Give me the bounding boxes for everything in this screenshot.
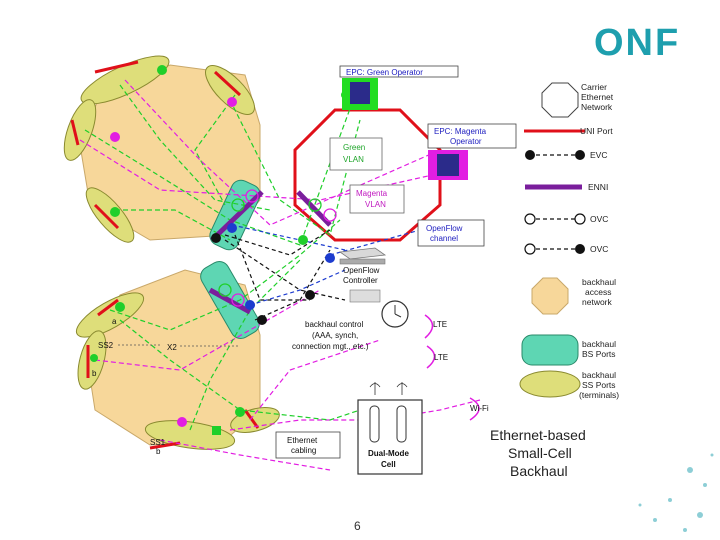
svg-text:SS1: SS1 bbox=[150, 438, 166, 447]
onf-logo: ONF bbox=[594, 22, 680, 64]
epc-magenta-label-2: Operator bbox=[450, 137, 482, 146]
svg-text:Carrier: Carrier bbox=[581, 82, 607, 92]
legend-ovc-2: OVC bbox=[590, 244, 608, 254]
svg-text:(AAA, synch,: (AAA, synch, bbox=[312, 331, 358, 340]
svg-text:cabling: cabling bbox=[291, 446, 316, 455]
legend: Carrier Ethernet Network UNI Port EVC EN… bbox=[519, 82, 619, 400]
lower-access-network bbox=[75, 261, 280, 450]
openflow-paths bbox=[231, 224, 421, 306]
svg-text:access: access bbox=[585, 287, 611, 297]
openflow-channel: OpenFlow channel bbox=[417, 219, 485, 247]
decorative-dots bbox=[638, 453, 714, 532]
ethernet-cabling: Ethernet cabling bbox=[275, 431, 341, 459]
svg-text:VLAN: VLAN bbox=[365, 200, 386, 209]
svg-text:OpenFlow: OpenFlow bbox=[426, 224, 463, 233]
svg-text:OpenFlow: OpenFlow bbox=[343, 266, 380, 275]
svg-text:X2: X2 bbox=[167, 343, 177, 352]
diagram-title: Ethernet-based Small-Cell Backhaul bbox=[490, 427, 586, 479]
svg-text:network: network bbox=[582, 297, 613, 307]
title-line-2: Small-Cell bbox=[508, 445, 572, 461]
enni-bars bbox=[208, 190, 332, 315]
lte-label-1: LTE bbox=[433, 320, 447, 329]
title-line-3: Backhaul bbox=[510, 463, 568, 479]
magenta-vlan: Magenta VLAN bbox=[349, 184, 405, 214]
svg-text:Dual-Mode: Dual-Mode bbox=[368, 449, 409, 458]
svg-text:backhaul: backhaul bbox=[582, 339, 616, 349]
svg-text:Magenta: Magenta bbox=[356, 189, 388, 198]
cell-labels: a SS2 X2 b SS1 b bbox=[92, 317, 240, 456]
svg-text:Green: Green bbox=[343, 143, 365, 152]
svg-text:backhaul control: backhaul control bbox=[305, 320, 363, 329]
ovc-paths bbox=[224, 229, 346, 321]
epc-magenta-label-1: EPC: Magenta bbox=[434, 127, 487, 136]
svg-text:connection mgt., etc.): connection mgt., etc.) bbox=[292, 342, 369, 351]
epc-green: EPC: Green Operator bbox=[339, 65, 459, 110]
epc-green-label: EPC: Green Operator bbox=[346, 68, 423, 77]
svg-text:(terminals): (terminals) bbox=[579, 390, 619, 400]
legend-uni: UNI Port bbox=[580, 126, 613, 136]
title-line-1: Ethernet-based bbox=[490, 427, 586, 443]
legend-enni: ENNI bbox=[588, 182, 608, 192]
openflow-controller: OpenFlow Controller bbox=[338, 247, 387, 285]
svg-text:SS Ports: SS Ports bbox=[582, 380, 616, 390]
svg-text:backhaul: backhaul bbox=[582, 277, 616, 287]
backhaul-control: backhaul control (AAA, synch, connection… bbox=[292, 289, 409, 351]
svg-text:b: b bbox=[92, 369, 97, 378]
svg-text:VLAN: VLAN bbox=[343, 155, 364, 164]
logo-text: ONF bbox=[594, 22, 680, 64]
svg-text:Ethernet: Ethernet bbox=[581, 92, 614, 102]
svg-text:channel: channel bbox=[430, 234, 458, 243]
nodes bbox=[90, 65, 447, 435]
epc-magenta: EPC: Magenta Operator bbox=[427, 123, 517, 180]
green-vlan: Green VLAN bbox=[329, 137, 383, 171]
svg-text:Network: Network bbox=[581, 102, 613, 112]
carrier-ethernet-network bbox=[293, 108, 442, 242]
legend-evc: EVC bbox=[590, 150, 607, 160]
svg-text:backhaul: backhaul bbox=[582, 370, 616, 380]
svg-text:SS2: SS2 bbox=[98, 341, 114, 350]
lte-label-2: LTE bbox=[434, 353, 448, 362]
dual-mode-cell: Dual-Mode Cell bbox=[357, 382, 423, 475]
svg-text:b: b bbox=[156, 447, 161, 456]
wifi-label: Wi-Fi bbox=[470, 404, 489, 413]
svg-text:Cell: Cell bbox=[381, 460, 396, 469]
svg-text:Controller: Controller bbox=[343, 276, 378, 285]
page-number: 6 bbox=[354, 519, 361, 533]
svg-text:Ethernet: Ethernet bbox=[287, 436, 318, 445]
svg-text:a: a bbox=[112, 317, 117, 326]
radio-links: LTE LTE Wi-Fi bbox=[424, 314, 489, 421]
svg-text:BS Ports: BS Ports bbox=[582, 349, 616, 359]
legend-ovc-1: OVC bbox=[590, 214, 608, 224]
